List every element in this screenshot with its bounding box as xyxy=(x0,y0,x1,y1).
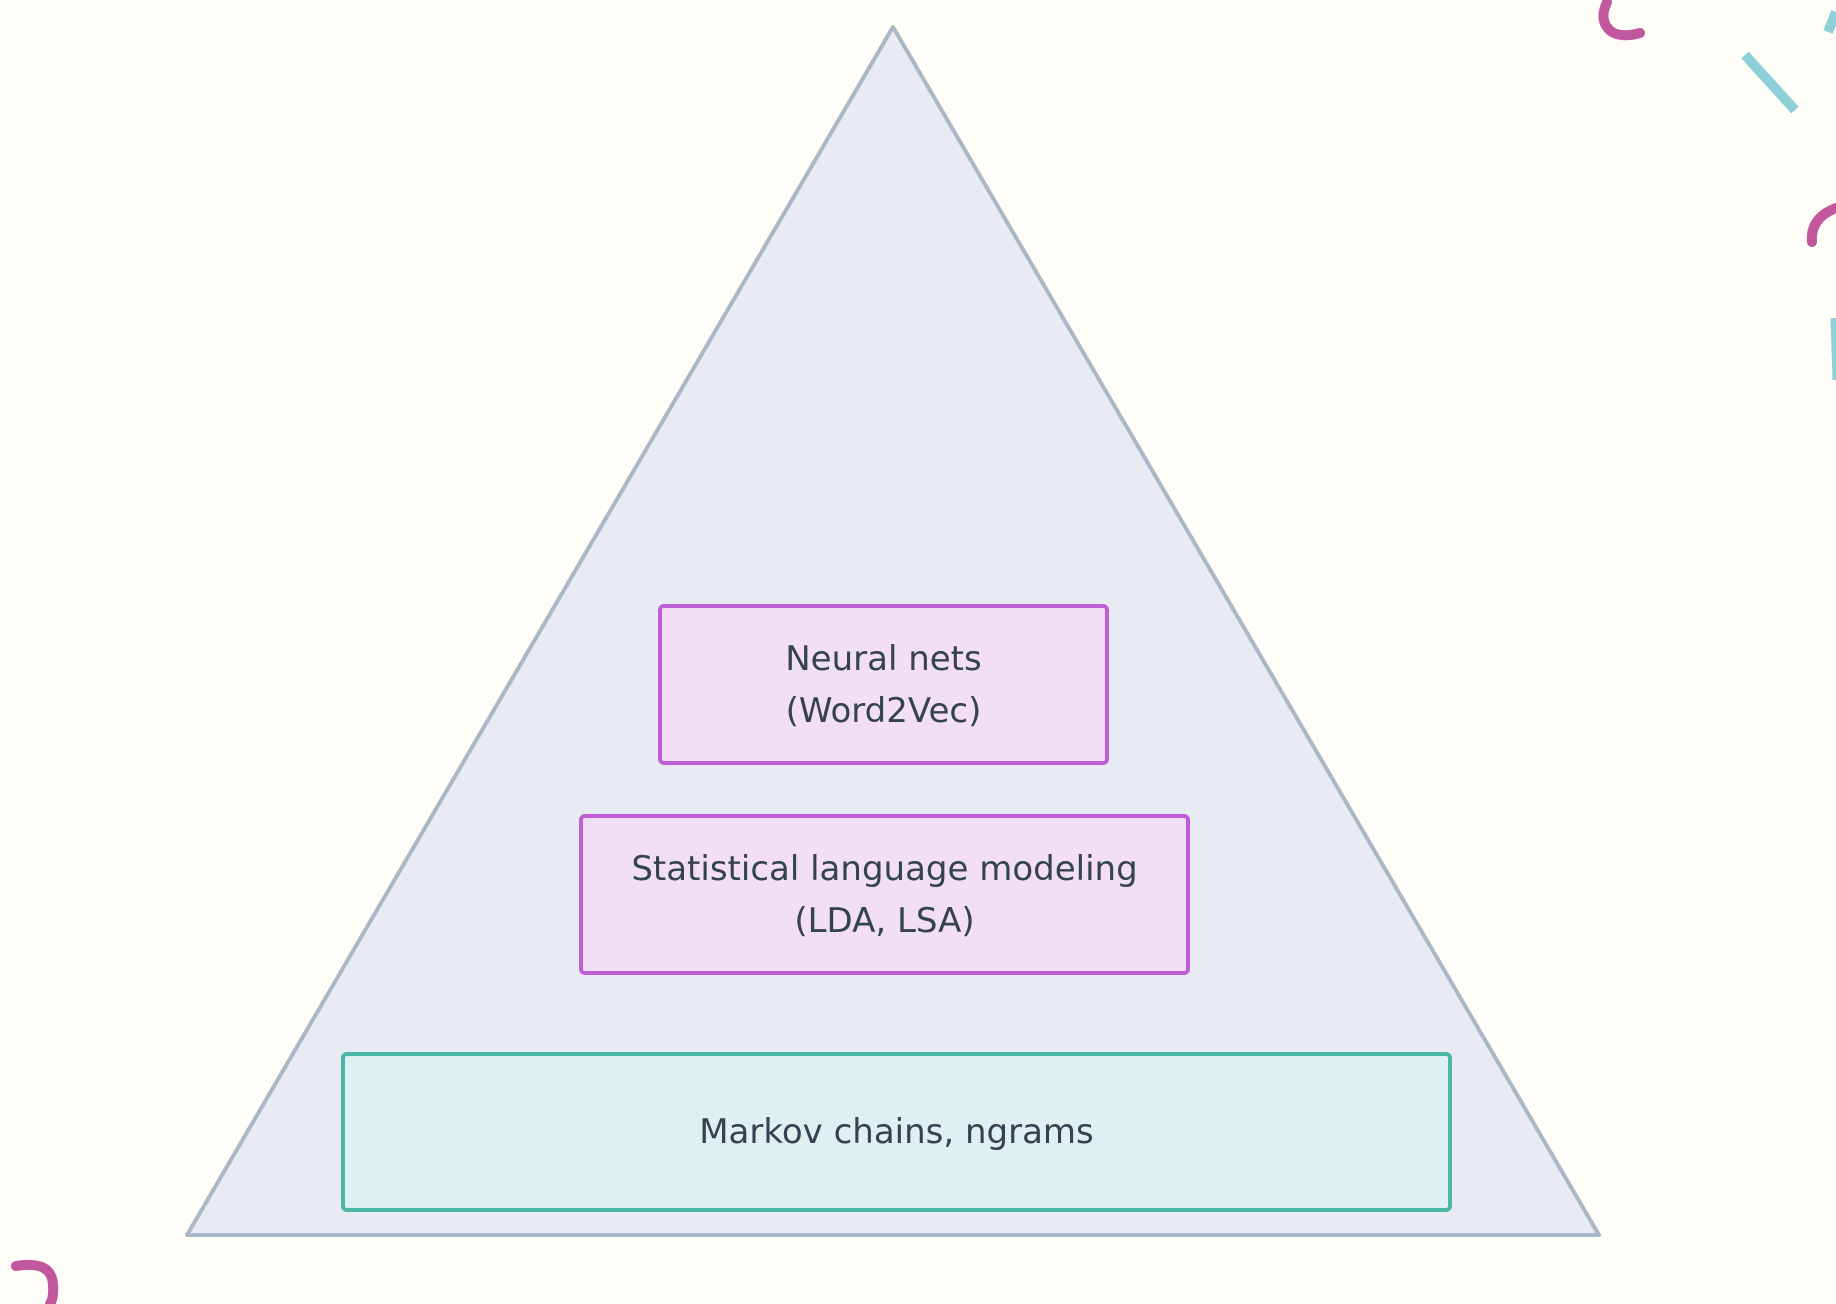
level-top-box: Neural nets (Word2Vec) xyxy=(658,604,1109,765)
level-middle-box: Statistical language modeling (LDA, LSA) xyxy=(579,814,1190,975)
level-bottom-box: Markov chains, ngrams xyxy=(341,1052,1452,1212)
decor-cyan-dash-top xyxy=(1741,51,1799,114)
level-middle-label: Statistical language modeling (LDA, LSA) xyxy=(631,843,1137,947)
level-top-line-2: (Word2Vec) xyxy=(785,690,982,731)
level-top-line-1: Neural nets xyxy=(785,638,982,679)
level-top-label: Neural nets (Word2Vec) xyxy=(785,633,981,737)
level-bottom-line-1: Markov chains, ngrams xyxy=(699,1112,1094,1152)
decor-pink-arc-right xyxy=(1806,203,1836,247)
level-middle-line-2: (LDA, LSA) xyxy=(794,900,975,941)
level-middle-line-1: Statistical language modeling xyxy=(631,848,1138,889)
decor-pink-arc-bottom xyxy=(11,1259,59,1304)
decor-cyan-dash-corner xyxy=(1823,10,1836,34)
decor-pink-arc-top xyxy=(1598,0,1645,41)
level-bottom-label: Markov chains, ngrams xyxy=(699,1106,1094,1158)
